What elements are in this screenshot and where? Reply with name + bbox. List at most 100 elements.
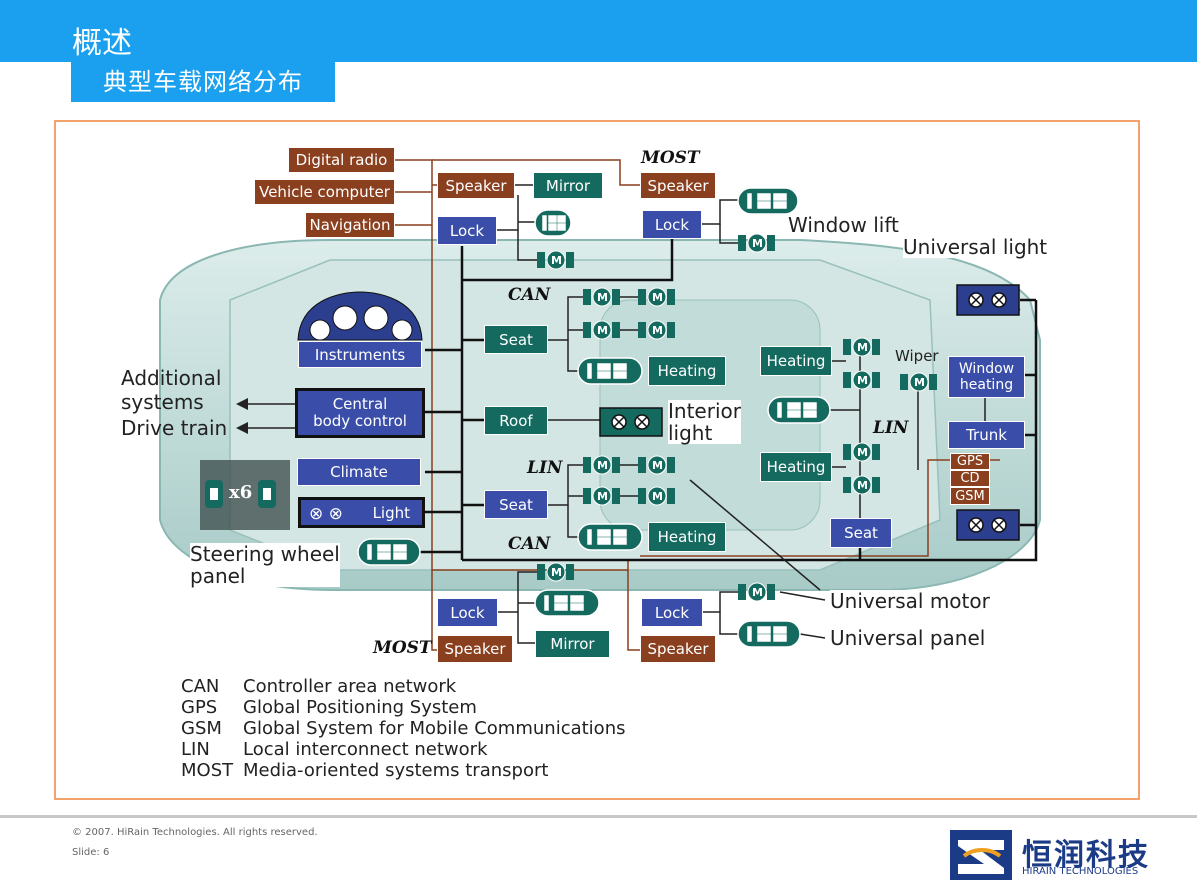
- switch-panel-icon: [767, 396, 831, 424]
- motor-icon: M: [583, 455, 620, 475]
- module-speaker-top-left: Speaker: [437, 172, 515, 199]
- module-roof: Roof: [484, 406, 548, 435]
- legend: CAN Controller area network GPS Global Pos…: [181, 676, 625, 781]
- motor-icon: M: [537, 562, 574, 582]
- sub-links: [240, 184, 1021, 644]
- svg-text:M: M: [597, 324, 608, 337]
- module-digital-radio: Digital radio: [288, 147, 395, 173]
- switch-panel-icon: [577, 523, 643, 551]
- module-light: ⊗ ⊗ Light: [298, 497, 425, 528]
- motor-icon: M: [843, 370, 880, 390]
- motor-icon: M: [843, 475, 880, 495]
- bus-label-lin-right: LIN: [873, 418, 909, 438]
- module-light-label: Light: [372, 503, 410, 522]
- legend-row: LIN Local interconnect network: [181, 739, 625, 760]
- svg-text:M: M: [551, 254, 562, 267]
- module-lock-bottom-right: Lock: [641, 598, 703, 627]
- bus-label-can-upper: CAN: [508, 285, 551, 305]
- module-speaker-bottom-right: Speaker: [640, 635, 716, 663]
- lamp-icons: [599, 284, 1020, 541]
- motor-icon: M: [583, 320, 620, 340]
- legend-row: GPS Global Positioning System: [181, 697, 625, 718]
- motor-icon: M: [583, 486, 620, 506]
- legend-desc: Media-oriented systems transport: [243, 760, 549, 781]
- svg-text:M: M: [652, 490, 663, 503]
- header-bar: [0, 0, 1197, 62]
- module-gps: GPS: [950, 453, 990, 470]
- slide-number: Slide: 6: [72, 847, 110, 858]
- module-climate: Climate: [297, 458, 421, 486]
- svg-text:M: M: [857, 446, 868, 459]
- label-wiper: Wiper: [895, 347, 939, 365]
- svg-text:M: M: [597, 459, 608, 472]
- motor-icon: M: [638, 287, 675, 307]
- legend-desc: Global System for Mobile Communications: [243, 718, 626, 739]
- legend-abbr: GSM: [181, 718, 222, 739]
- diagram-frame: [54, 120, 1140, 800]
- label-universal-light: Universal light: [903, 235, 1048, 259]
- module-lock-top-right: Lock: [642, 210, 702, 239]
- copyright-text: © 2007. HiRain Technologies. All rights …: [72, 827, 318, 838]
- module-gsm: GSM: [950, 487, 990, 505]
- module-heating-upper: Heating: [648, 356, 726, 386]
- legend-abbr: CAN: [181, 676, 220, 697]
- module-heating-right-upper: Heating: [760, 346, 832, 376]
- module-lock-bottom-left: Lock: [437, 598, 498, 627]
- module-instruments: Instruments: [298, 341, 422, 368]
- motor-icon: M: [738, 582, 775, 602]
- motor-icon: M: [843, 442, 880, 462]
- motor-icon: M: [638, 486, 675, 506]
- legend-desc: Controller area network: [243, 676, 457, 697]
- label-interior-light: Interior light: [668, 399, 741, 445]
- page-subtitle: 典型车载网络分布: [71, 62, 335, 102]
- legend-desc: Global Positioning System: [243, 697, 477, 718]
- label-drive-train: Drive train: [121, 416, 228, 440]
- switch-panel-icon: [737, 620, 801, 648]
- module-window-heating: Window heating: [948, 356, 1025, 398]
- module-speaker-top-right: Speaker: [640, 172, 716, 199]
- motor-icons: M M M M M M M M M M M M M M M M M: [537, 233, 937, 602]
- label-x6: x6: [229, 482, 253, 503]
- svg-text:M: M: [857, 374, 868, 387]
- module-vehicle-computer: Vehicle computer: [254, 179, 395, 205]
- motor-icon: M: [537, 250, 574, 270]
- module-speaker-bottom-left: Speaker: [437, 635, 513, 663]
- panel-icons: [357, 187, 831, 648]
- switch-panel-icon: [357, 538, 421, 566]
- instrument-gauges: [297, 291, 423, 341]
- switch-panel-icon: [534, 589, 600, 617]
- motor-icon: M: [738, 233, 775, 253]
- module-lock-top-left: Lock: [437, 216, 497, 245]
- motor-icon: M: [638, 455, 675, 475]
- bus-label-lin-left: LIN: [527, 458, 563, 478]
- can-bus: [420, 238, 1038, 562]
- svg-text:M: M: [652, 324, 663, 337]
- motor-icon: M: [583, 287, 620, 307]
- svg-text:M: M: [857, 341, 868, 354]
- switch-panel-icon: [737, 187, 799, 215]
- svg-text:M: M: [597, 291, 608, 304]
- svg-text:M: M: [597, 490, 608, 503]
- legend-abbr: LIN: [181, 739, 210, 760]
- label-window-lift: Window lift: [788, 213, 899, 237]
- module-trunk: Trunk: [948, 421, 1025, 449]
- logo-chinese-name: 恒润科技: [1022, 838, 1150, 873]
- most-ring: [395, 159, 1000, 651]
- switch-panel-icon: [577, 357, 643, 385]
- legend-abbr: GPS: [181, 697, 218, 718]
- arrow-heads: [236, 398, 248, 434]
- svg-text:M: M: [914, 376, 925, 389]
- motor-icon: M: [843, 337, 880, 357]
- module-heating-right-lower: Heating: [760, 452, 832, 482]
- module-mirror-bottom: Mirror: [535, 630, 610, 658]
- legend-desc: Local interconnect network: [243, 739, 488, 760]
- module-cd: CD: [950, 470, 990, 487]
- lamp-icon: [956, 284, 1020, 316]
- label-steering-wheel-panel: Steering wheel panel: [190, 542, 340, 588]
- page-title: 概述: [72, 26, 132, 61]
- legend-row: CAN Controller area network: [181, 676, 625, 697]
- module-seat-right: Seat: [830, 518, 892, 548]
- engine-motors: [205, 480, 276, 508]
- motor-icon: M: [638, 320, 675, 340]
